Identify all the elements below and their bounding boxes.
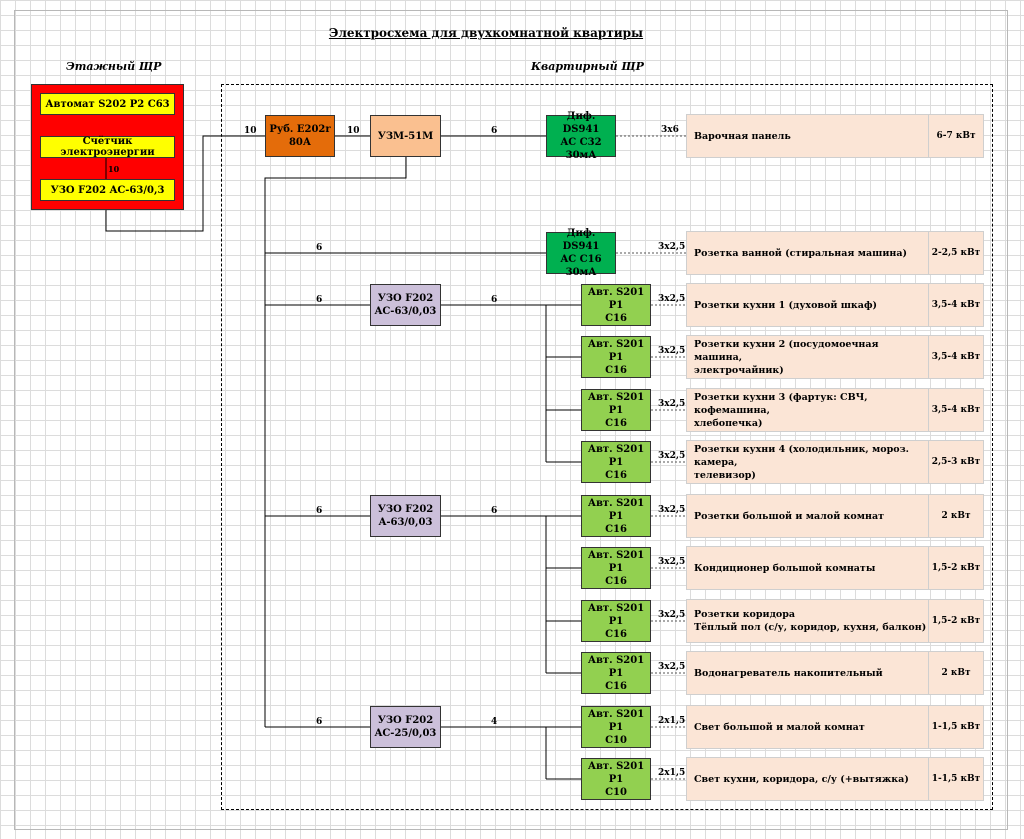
cable-in-label: 10: [244, 126, 257, 136]
load-row: Свет большой и малой комнат 1-1,5 кВт: [686, 705, 984, 749]
load-row: Водонагреватель накопительный 2 кВт: [686, 651, 984, 695]
circuit-breaker: Авт. S201 P1 C16: [581, 495, 651, 537]
cable-uzm-dif-label: 6: [491, 126, 498, 136]
circuit-breaker: Авт. S201 P1 C16: [581, 547, 651, 589]
load-row: Розетка ванной (стиральная машина) 2-2,5 …: [686, 231, 984, 275]
load-power: 2,5-3 кВт: [928, 441, 983, 483]
circuit-breaker: Авт. S201 P1 C16: [581, 441, 651, 483]
circuit-breaker: Авт. S201 P1 C16: [581, 600, 651, 642]
load-power: 1-1,5 кВт: [928, 706, 983, 748]
load-name: Свет большой и малой комнат: [694, 721, 865, 733]
circuit-breaker: Авт. S201 P1 C16: [581, 284, 651, 326]
main-switch: Руб. Е202r 80А: [265, 115, 335, 157]
floor-panel-label: Этажный ЩР: [66, 60, 162, 73]
rcd-cable-label: 4: [491, 717, 498, 727]
load-power: 1,5-2 кВт: [928, 600, 983, 642]
apartment-panel-boundary: [221, 84, 993, 810]
circuit-breaker: Авт. S201 P1 C16: [581, 389, 651, 431]
rcd-group-2: УЗО F202 A-63/0,03: [370, 495, 441, 537]
wire-spec-label: 3x2,5: [658, 451, 686, 461]
rcd-group-1: УЗО F202 AC-63/0,03: [370, 284, 441, 326]
wire-spec-label: 3x2,5: [658, 242, 686, 252]
load-row: Варочная панель 6-7 кВт: [686, 114, 984, 158]
load-name: Розетки кухни 1 (духовой шкаф): [694, 299, 878, 311]
load-power: 3,5-4 кВт: [928, 336, 983, 378]
load-name: Розетки кухни 3 (фартук: СВЧ, кофемашина…: [694, 391, 868, 429]
load-name: Розетки коридора Тёплый пол (с/у, коридо…: [694, 609, 927, 633]
load-name: Водонагреватель накопительный: [694, 667, 883, 679]
load-power: 2 кВт: [928, 652, 983, 694]
load-power: 1-1,5 кВт: [928, 758, 983, 800]
rcd-group-3: УЗО F202 AC-25/0,03: [370, 706, 441, 748]
circuit-breaker: Авт. S201 P1 C10: [581, 758, 651, 800]
floor-cable-label: 10: [108, 164, 120, 174]
apartment-panel-label: Квартирный ЩР: [531, 60, 644, 73]
circuit-breaker: Авт. S201 P1 C16: [581, 652, 651, 694]
cable-switch-uzm-label: 10: [347, 126, 360, 136]
branch-cable-label: 6: [316, 506, 323, 516]
rcd-cable-label: 6: [491, 295, 498, 305]
load-power: 3,5-4 кВт: [928, 284, 983, 326]
load-row: Свет кухни, коридора, с/у (+вытяжка) 1-1,…: [686, 757, 984, 801]
branch-cable-label: 6: [316, 243, 323, 253]
load-row: Розетки кухни 2 (посудомоечная машина, э…: [686, 335, 984, 379]
load-name: Розетки большой и малой комнат: [694, 510, 884, 522]
page-frame: [14, 10, 1008, 830]
load-name: Варочная панель: [694, 130, 791, 142]
diff-breaker: Диф. DS941 AC C16 30мА: [546, 228, 616, 278]
diff-breaker: Диф. DS941 AC C32 30мА: [546, 111, 616, 161]
load-row: Розетки кухни 3 (фартук: СВЧ, кофемашина…: [686, 388, 984, 432]
wire-spec-label: 3x6: [661, 125, 679, 135]
wire-spec-label: 2x1,5: [658, 768, 686, 778]
diagram-title: Электросхема для двухкомнатной квартиры: [328, 26, 644, 40]
branch-cable-label: 6: [316, 295, 323, 305]
load-power: 1,5-2 кВт: [928, 547, 983, 589]
wire-spec-label: 3x2,5: [658, 662, 686, 672]
load-row: Розетки большой и малой комнат 2 кВт: [686, 494, 984, 538]
load-row: Розетки кухни 4 (холодильник, мороз. кам…: [686, 440, 984, 484]
rcd-cable-label: 6: [491, 506, 498, 516]
load-power: 6-7 кВт: [928, 115, 983, 157]
load-power: 2-2,5 кВт: [928, 232, 983, 274]
load-row: Розетки кухни 1 (духовой шкаф) 3,5-4 кВт: [686, 283, 984, 327]
floor-meter: Счётчик электроэнергии: [40, 136, 175, 158]
wire-spec-label: 3x2,5: [658, 610, 686, 620]
load-row: Розетки коридора Тёплый пол (с/у, коридо…: [686, 599, 984, 643]
floor-inner-wire: [105, 158, 107, 179]
load-name: Розетка ванной (стиральная машина): [694, 247, 908, 259]
uzm-relay: УЗМ-51М: [370, 115, 441, 157]
branch-cable-label: 6: [316, 717, 323, 727]
circuit-breaker: Авт. S201 P1 C10: [581, 706, 651, 748]
wire-spec-label: 3x2,5: [658, 557, 686, 567]
wire-spec-label: 3x2,5: [658, 294, 686, 304]
load-power: 3,5-4 кВт: [928, 389, 983, 431]
wire-spec-label: 2x1,5: [658, 716, 686, 726]
wire-spec-label: 3x2,5: [658, 399, 686, 409]
circuit-breaker: Авт. S201 P1 C16: [581, 336, 651, 378]
load-row: Кондиционер большой комнаты 1,5-2 кВт: [686, 546, 984, 590]
load-name: Свет кухни, коридора, с/у (+вытяжка): [694, 773, 909, 785]
wire-spec-label: 3x2,5: [658, 505, 686, 515]
load-name: Розетки кухни 4 (холодильник, мороз. кам…: [694, 443, 909, 481]
floor-main-breaker: Автомат S202 P2 C63: [40, 93, 175, 115]
wire-spec-label: 3x2,5: [658, 346, 686, 356]
floor-rcd: УЗО F202 AC-63/0,3: [40, 179, 175, 201]
load-name: Розетки кухни 2 (посудомоечная машина, э…: [694, 338, 879, 376]
load-power: 2 кВт: [928, 495, 983, 537]
load-name: Кондиционер большой комнаты: [694, 562, 876, 574]
